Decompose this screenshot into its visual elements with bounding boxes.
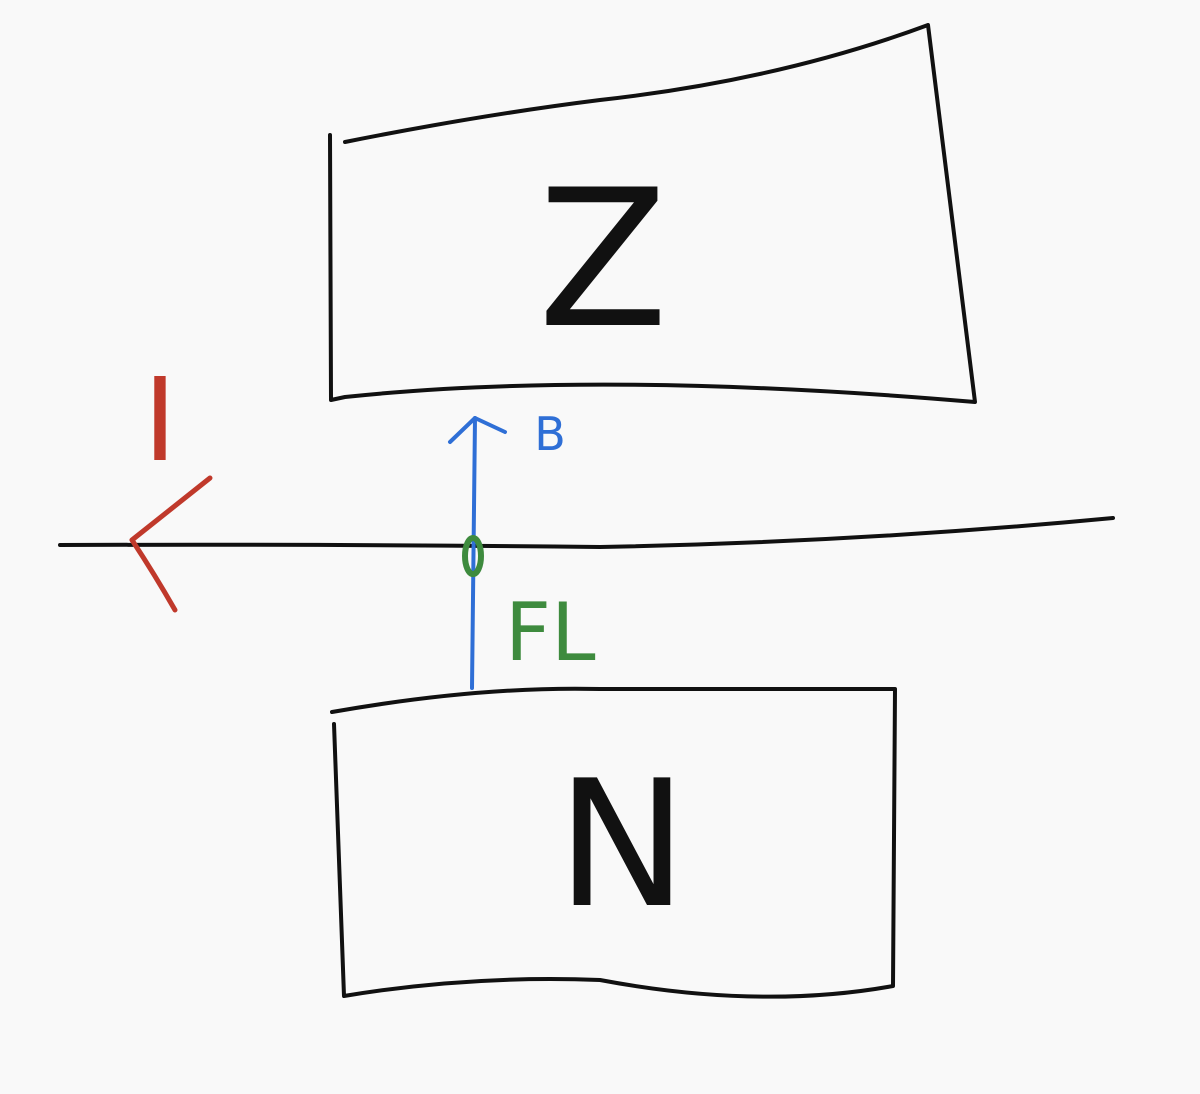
force-indicator: FL (462, 535, 596, 679)
top-magnet-label: Z (538, 149, 668, 370)
force-label: FL (505, 586, 596, 679)
current-arrowhead (129, 475, 213, 613)
field-arrow-shaft (470, 416, 477, 690)
current-label: I (143, 354, 177, 488)
wire-line (58, 516, 1115, 549)
top-magnet: Z (328, 23, 977, 404)
field-vector: B (448, 407, 566, 690)
current-indicator: I (129, 354, 213, 613)
bottom-magnet: N (330, 686, 897, 999)
field-label: B (534, 407, 566, 461)
top-magnet-outline (328, 23, 977, 404)
bottom-magnet-label: N (557, 744, 688, 947)
field-arrowhead (448, 416, 507, 444)
force-dot (462, 535, 484, 577)
bottom-magnet-outline (330, 686, 897, 999)
